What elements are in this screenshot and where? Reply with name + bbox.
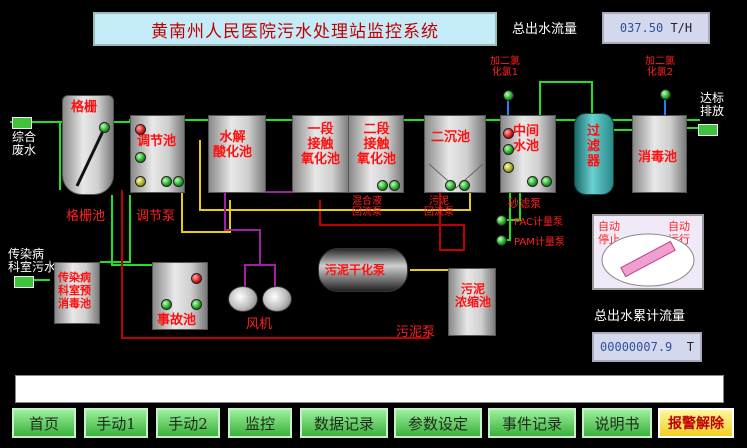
mid-high-level bbox=[503, 128, 514, 139]
mid-low-level bbox=[503, 162, 514, 173]
hydrolysis-label: 水解 酸化池 bbox=[213, 130, 253, 160]
nav-events-button[interactable]: 事件记录 bbox=[488, 408, 576, 438]
waste-inlet-label: 综合 废水 bbox=[12, 130, 37, 157]
accident-label: 事故池 bbox=[157, 313, 197, 328]
sludge-thick-tank: 污泥 浓缩池 bbox=[448, 268, 496, 336]
grille-label: 格栅 bbox=[71, 100, 98, 115]
contact2-tank: 二段 接触 氧化池 bbox=[348, 115, 404, 193]
message-bar bbox=[15, 375, 724, 403]
total-flow-value: 037.50 bbox=[619, 21, 664, 35]
regulate-pump-2[interactable] bbox=[173, 176, 184, 187]
clarifier-tank: 二沉池 bbox=[424, 115, 486, 193]
sludge-return-red-pipe bbox=[319, 190, 465, 251]
contact1-label: 一段 接触 氧化池 bbox=[301, 122, 341, 167]
sludge-pump-label: 污泥泵 bbox=[396, 325, 436, 340]
regulate-pump-label: 调节泵 bbox=[136, 209, 176, 224]
yellow-pipe-b bbox=[199, 140, 471, 211]
cumulative-value: 00000007.9 bbox=[600, 340, 673, 354]
cl2-label: 加二氯 化氯2 bbox=[645, 56, 675, 78]
grille-tank: 格栅 bbox=[62, 95, 114, 195]
clarifier-label: 二沉池 bbox=[431, 130, 471, 145]
waste-inlet-arrow bbox=[12, 117, 32, 129]
infectious-inlet-arrow bbox=[14, 276, 34, 288]
pac-pump[interactable] bbox=[496, 215, 507, 226]
blower-1[interactable] bbox=[228, 286, 258, 312]
filter-vessel: 过 滤 器 bbox=[574, 113, 614, 195]
page-title: 黄南州人民医院污水处理站监控系统 bbox=[93, 12, 497, 46]
mode-panel: 自动 停止 自动 运行 bbox=[592, 214, 704, 290]
contact2-label: 二段 接触 氧化池 bbox=[357, 122, 397, 167]
contact2-pump-1[interactable] bbox=[377, 180, 388, 191]
regulate-high-level bbox=[135, 124, 146, 135]
mix-pump-label: 混合液 回流泵 bbox=[352, 196, 382, 218]
infectious-inlet-label: 传染病 科室污水 bbox=[8, 247, 57, 274]
filter-label: 过 滤 器 bbox=[587, 124, 601, 169]
pac-label: PAC计量泵 bbox=[514, 217, 564, 228]
nav-home-button[interactable]: 首页 bbox=[12, 408, 76, 438]
cumulative-label: 总出水累计流量 bbox=[594, 309, 686, 324]
sand-pump-1[interactable] bbox=[527, 176, 538, 187]
regulate-mid-level bbox=[135, 152, 146, 163]
cumulative-readout: 00000007.9 T bbox=[592, 332, 702, 362]
accident-tank: 事故池 bbox=[152, 262, 208, 330]
outlet-label: 达标 排放 bbox=[700, 91, 725, 118]
grille-bar bbox=[75, 130, 105, 187]
cl1-label: 加二氯 化氯1 bbox=[490, 56, 520, 78]
clarifier-pump-2[interactable] bbox=[459, 180, 470, 191]
disinfect-tank: 消毒池 bbox=[632, 115, 687, 193]
sand-pump-2[interactable] bbox=[541, 176, 552, 187]
accident-high-level bbox=[191, 273, 202, 284]
pam-pump[interactable] bbox=[496, 235, 507, 246]
nav-manual1-button[interactable]: 手动1 bbox=[84, 408, 148, 438]
blower-to-tanks-pipe bbox=[224, 191, 330, 265]
regulate-pump-1[interactable] bbox=[161, 176, 172, 187]
hydrolysis-tank: 水解 酸化池 bbox=[208, 115, 266, 193]
sludge-dryer-label: 污泥干化泵 bbox=[325, 263, 386, 277]
sludge-dryer[interactable]: 污泥干化泵 bbox=[318, 248, 408, 292]
mid-tank: 中间 水池 bbox=[500, 115, 556, 193]
cl2-pump[interactable] bbox=[660, 89, 671, 100]
blower-label: 风机 bbox=[246, 317, 273, 332]
regulate-tank: 调节池 bbox=[130, 115, 185, 193]
pam-label: PAM计量泵 bbox=[514, 237, 565, 248]
outlet-arrow bbox=[698, 124, 718, 136]
blower-2[interactable] bbox=[262, 286, 292, 312]
infect-pre-label: 传染病 科室预 消毒池 bbox=[58, 271, 91, 310]
nav-records-button[interactable]: 数据记录 bbox=[300, 408, 388, 438]
mode-switch[interactable] bbox=[594, 216, 702, 288]
infect-pre-tank: 传染病 科室预 消毒池 bbox=[54, 262, 100, 324]
disinfect-label: 消毒池 bbox=[638, 150, 678, 165]
mid-label: 中间 水池 bbox=[513, 124, 540, 154]
alarm-reset-button[interactable]: 报警解除 bbox=[658, 408, 734, 438]
total-flow-unit: T/H bbox=[670, 21, 693, 35]
sludge-return-label: 污泥 回流泵 bbox=[424, 196, 454, 218]
infectious-to-grille-pipe bbox=[100, 195, 131, 263]
nav-monitor-button[interactable]: 监控 bbox=[228, 408, 292, 438]
mid-mid-level bbox=[503, 144, 514, 155]
sludge-thick-label: 污泥 浓缩池 bbox=[455, 282, 492, 309]
total-flow-label: 总出水流量 bbox=[512, 22, 578, 37]
clarifier-cone bbox=[428, 163, 484, 189]
cl1-pump[interactable] bbox=[503, 90, 514, 101]
regulate-label: 调节池 bbox=[137, 134, 177, 149]
grille-to-accident-pipe bbox=[111, 195, 152, 266]
sludge-red-pipe bbox=[121, 190, 430, 339]
total-flow-readout: 037.50 T/H bbox=[602, 12, 710, 44]
sand-pump-label: 砂滤泵 bbox=[508, 197, 541, 210]
yellow-pipe-a bbox=[181, 190, 231, 233]
grille-pool-label: 格栅池 bbox=[66, 209, 106, 224]
nav-params-button[interactable]: 参数设定 bbox=[394, 408, 482, 438]
accident-pump[interactable] bbox=[161, 299, 172, 310]
regulate-low-level bbox=[135, 176, 146, 187]
clarifier-pump-1[interactable] bbox=[445, 180, 456, 191]
cumulative-unit: T bbox=[686, 340, 694, 354]
grille-indicator[interactable] bbox=[99, 122, 110, 133]
nav-manual2-button[interactable]: 手动2 bbox=[156, 408, 220, 438]
nav-manual-button[interactable]: 说明书 bbox=[582, 408, 652, 438]
contact2-pump-2[interactable] bbox=[389, 180, 400, 191]
accident-level bbox=[191, 299, 202, 310]
contact1-tank: 一段 接触 氧化池 bbox=[292, 115, 350, 193]
